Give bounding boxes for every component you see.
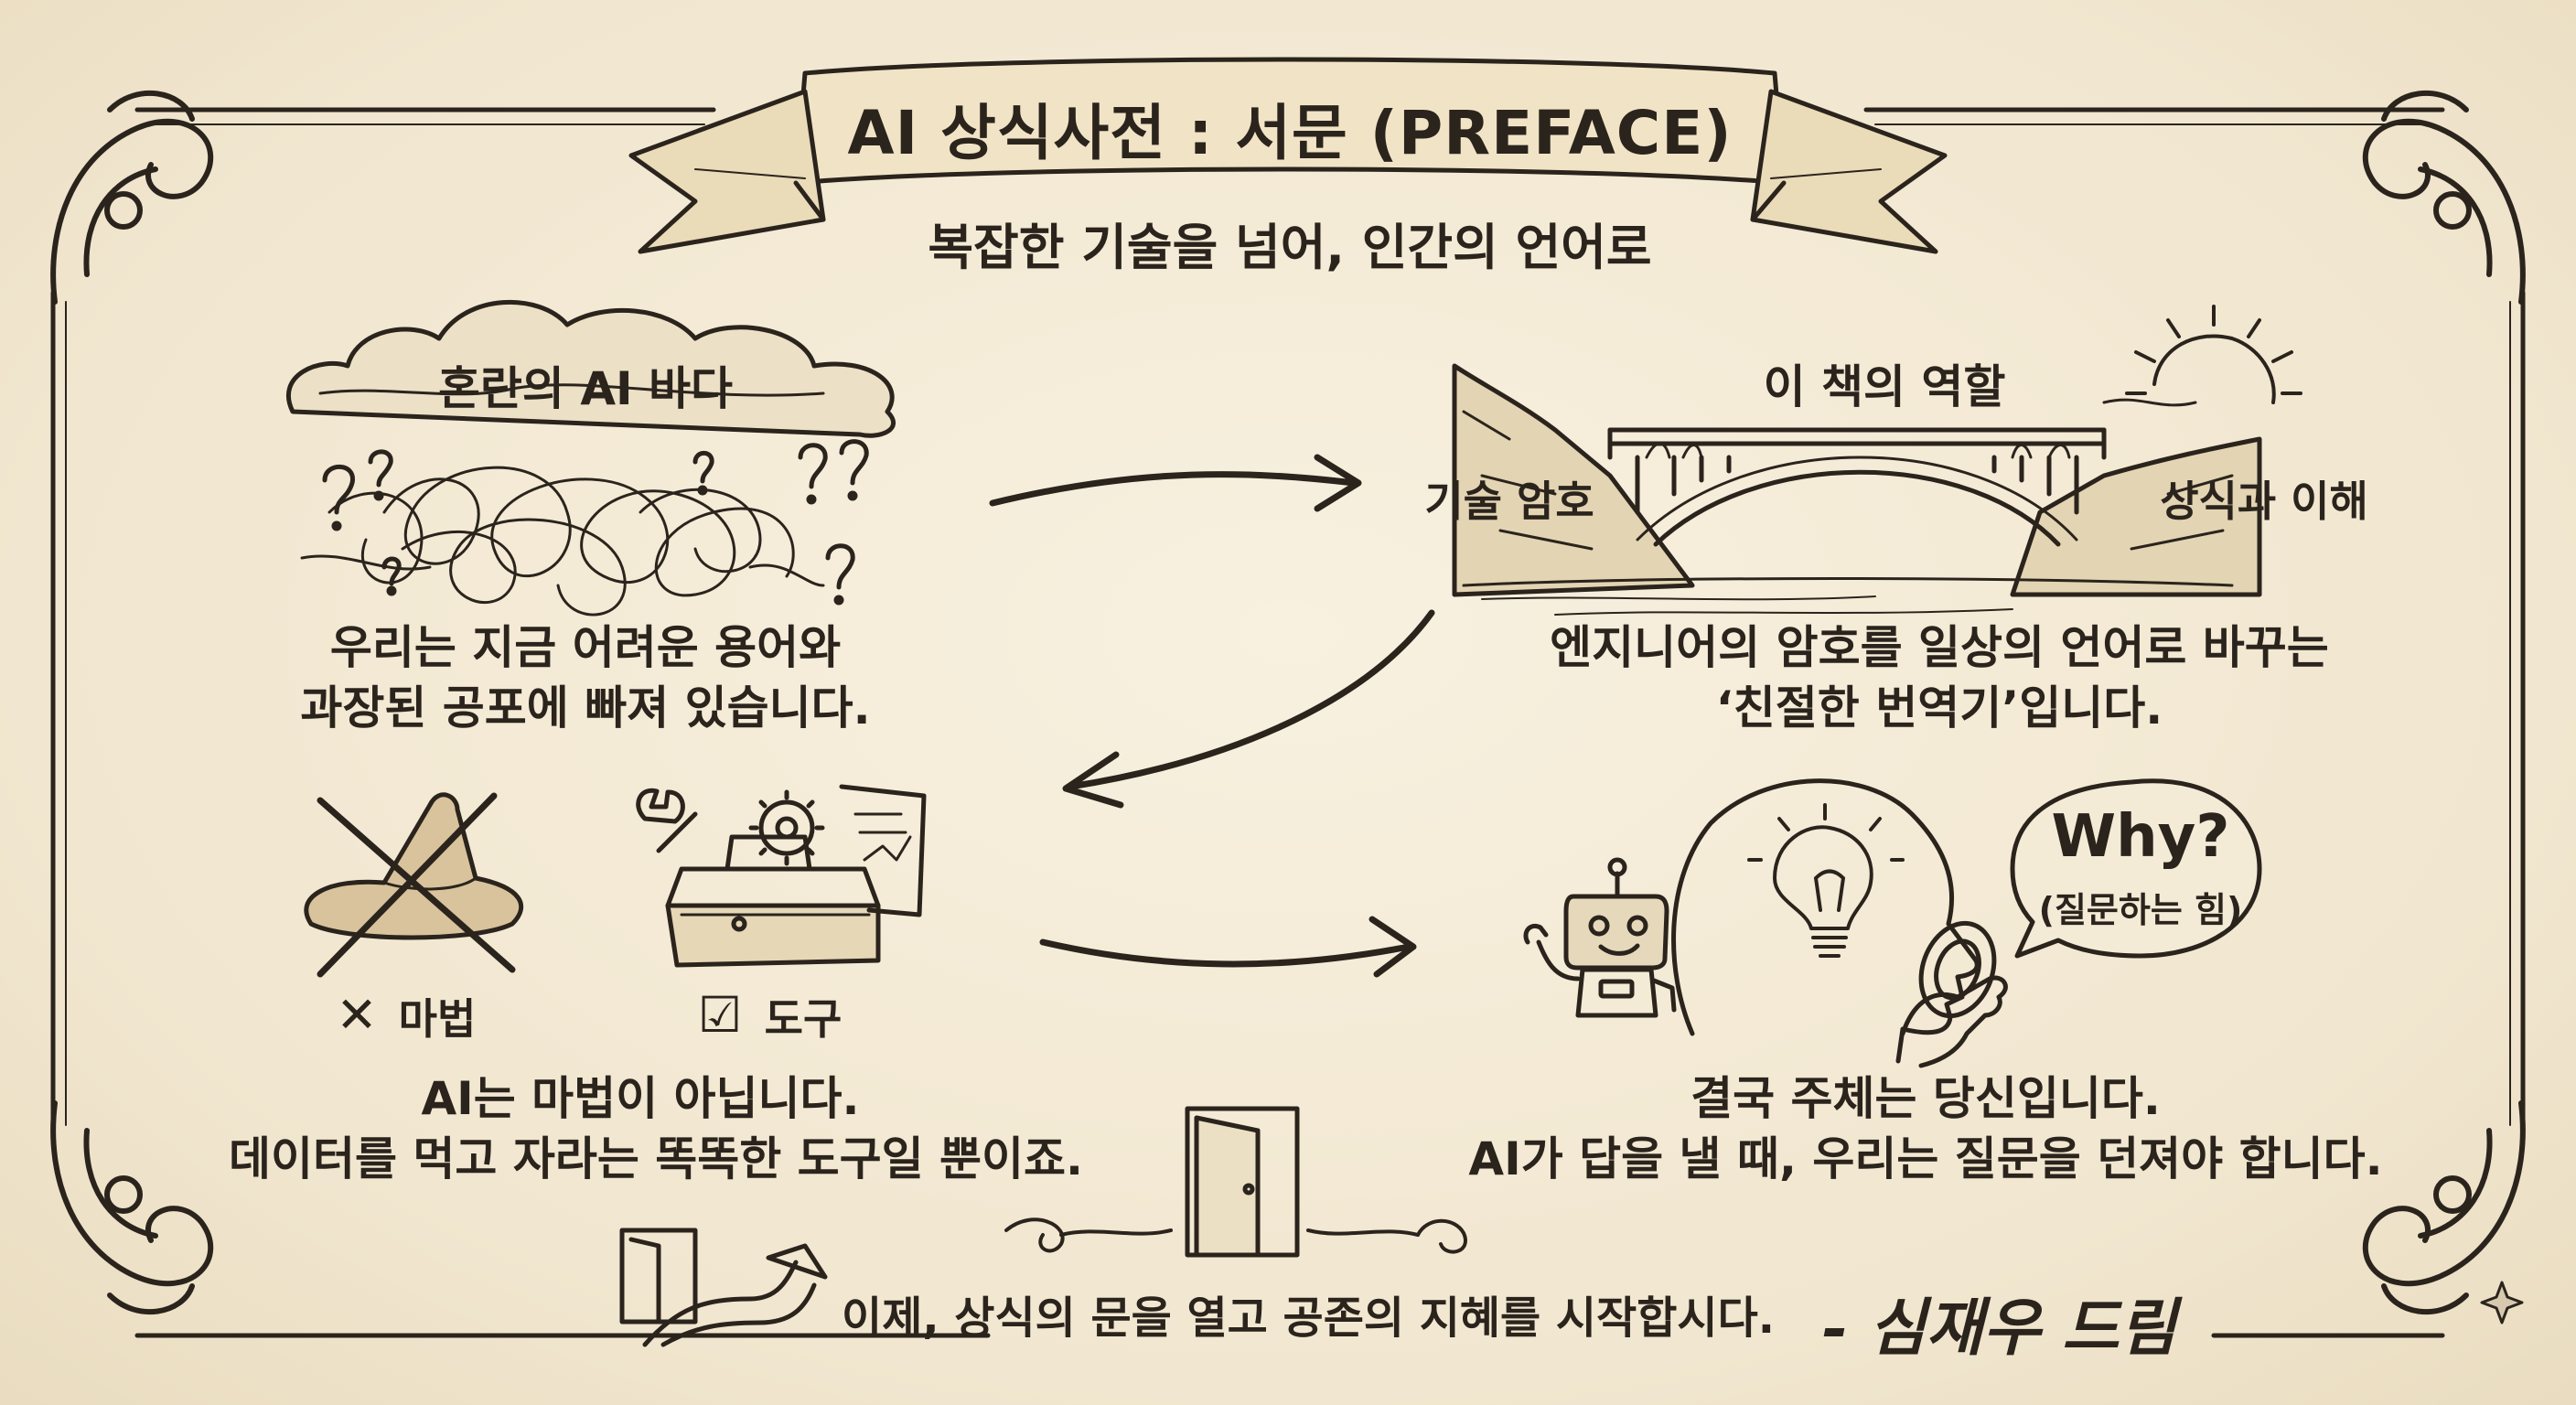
question-mark-icon [322, 439, 869, 606]
question-text-line-1: 결국 주체는 당신입니다. [1690, 1072, 2161, 1125]
lightbulb-icon [1747, 803, 1905, 958]
bridge-heading: 이 책의 역할 [1763, 360, 2006, 413]
bridge-text-line-2: ‘친절한 번역기’입니다. [1715, 681, 2163, 735]
page-subtitle: 복잡한 기술을 넘어, 인간의 언어로 [928, 219, 1652, 276]
corner-flourish-icon [2362, 1100, 2526, 1315]
chaos-text-line-2: 과장된 공포에 빠져 있습니다. [300, 681, 871, 735]
tool-text-line-1: AI는 마법이 아닙니다. [421, 1072, 860, 1125]
magic-hat-icon [304, 792, 523, 940]
door-arrow-icon [619, 1228, 828, 1347]
thinking-head-icon [1671, 778, 1980, 1064]
title-banner [628, 57, 1948, 254]
tool-text: AI는 마법이 아닙니다. 데이터를 먹고 자라는 똑똑한 도구일 뿐이죠. [229, 1068, 1084, 1189]
arrow-right-icon [1039, 916, 1417, 978]
ornate-frame [50, 107, 2526, 1338]
storm-cloud-icon [285, 299, 896, 438]
arrow-right-icon [989, 454, 1362, 512]
scroll-ornament-icon [1004, 1217, 1467, 1254]
robot-icon [1523, 857, 1677, 1018]
chaos-text-line-1: 우리는 지금 어려운 용어와 [329, 621, 842, 674]
cross-out-icon [317, 792, 516, 978]
bridge-left-label: 기술 암호 [1424, 477, 1594, 526]
speech-bubble-icon [2010, 778, 2262, 959]
steering-wheel-icon [1900, 920, 2008, 1068]
corner-flourish-icon [50, 90, 214, 305]
sun-icon [2102, 305, 2302, 407]
cross-mark-icon: ✕ [336, 986, 378, 1044]
tangled-lines-icon [300, 466, 825, 617]
chaos-text: 우리는 지금 어려운 용어와 과장된 공포에 빠져 있습니다. [229, 617, 942, 738]
toolbox-icon [636, 784, 927, 968]
bridge-right-label: 상식과 이해 [2160, 477, 2368, 526]
corner-flourish-icon [2362, 90, 2526, 305]
corner-flourish-icon [50, 1100, 214, 1315]
signature: - 심재우 드림 [1820, 1292, 2177, 1365]
bubble-main-text: Why? [2051, 803, 2230, 871]
bridge-text-line-1: 엔지니어의 암호를 일상의 언어로 바꾸는 [1550, 621, 2329, 674]
checkbox-icon: ☑ [697, 986, 743, 1044]
door-icon [1185, 1106, 1300, 1258]
bridge-text: 엔지니어의 암호를 일상의 언어로 바꾸는 ‘친절한 번역기’입니다. [1482, 617, 2397, 738]
arrow-down-left-icon [1062, 609, 1435, 809]
chaos-heading: 혼란의 AI 바다 [437, 362, 734, 415]
tool-label: 도구 [764, 994, 843, 1044]
page-title: AI 상식사전 : 서문 (PREFACE) [847, 98, 1733, 168]
question-text: 결국 주체는 당신입니다. AI가 답을 낼 때, 우리는 질문을 던져야 합니… [1445, 1068, 2406, 1189]
magic-label: 마법 [398, 994, 477, 1044]
tool-text-line-2: 데이터를 먹고 자라는 똑똑한 도구일 뿐이죠. [229, 1132, 1084, 1185]
sparkle-icon [2480, 1281, 2524, 1325]
question-text-line-2: AI가 답을 낼 때, 우리는 질문을 던져야 합니다. [1468, 1132, 2383, 1185]
bubble-sub-text: (질문하는 힘) [2038, 890, 2243, 930]
bridge-icon [1452, 363, 2262, 616]
closing-text: 이제, 상식의 문을 열고 공존의 지혜를 시작합시다. [842, 1292, 1775, 1344]
